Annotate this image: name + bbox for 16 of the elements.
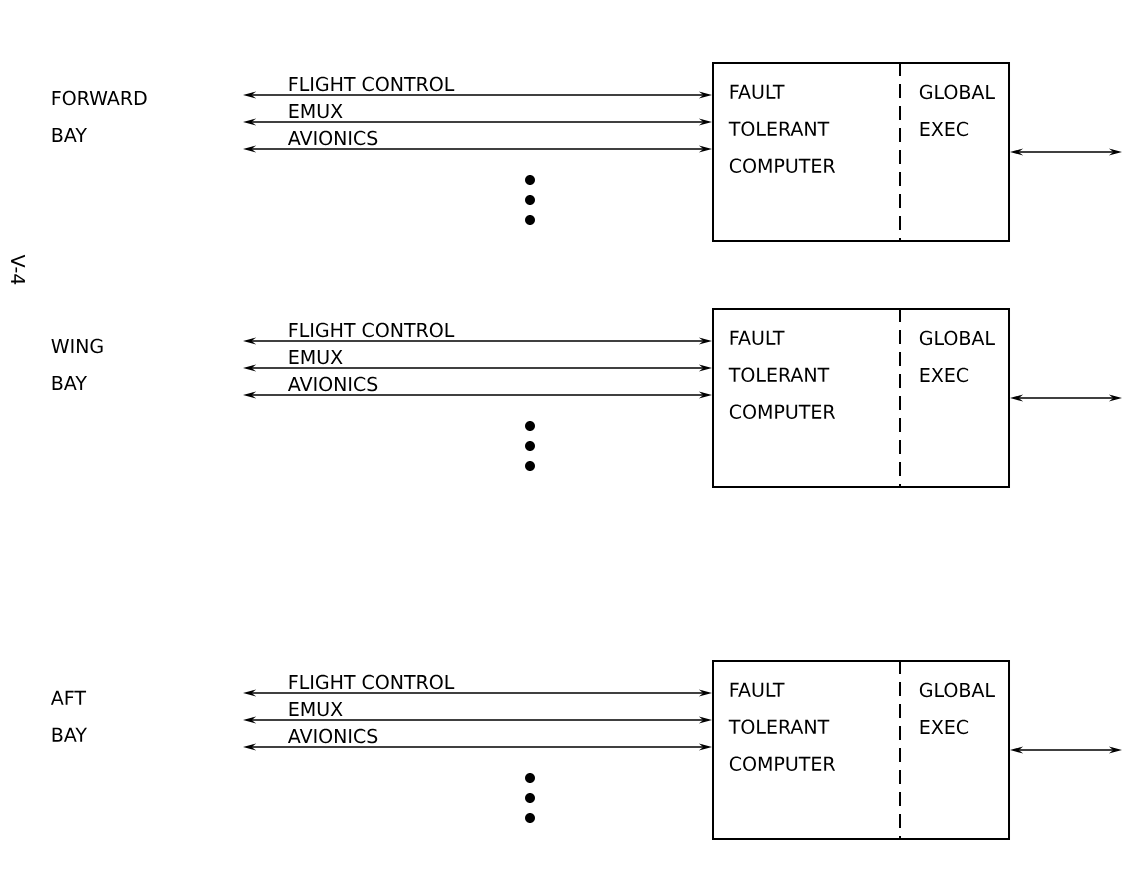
edge-label: AVIONICS [287, 130, 378, 146]
edge-label: FLIGHT CONTROL [289, 76, 455, 92]
edge-label: FLIGHT CONTROL [289, 322, 455, 338]
edge-label: EMUX [289, 104, 343, 119]
computer-box: FAULT TOLERANT COMPUTER GLOBAL EXEC [712, 61, 1010, 242]
edge-label: AVIONICS [287, 728, 378, 744]
computer-box: FAULT TOLERANT COMPUTER GLOBAL EXEC [712, 659, 1010, 840]
bay-label: FORWARD BAY [52, 90, 147, 142]
edge-label: FLIGHT CONTROL [289, 674, 455, 690]
page-number: V-4 [11, 254, 25, 285]
edge-label: EMUX [289, 350, 343, 365]
computer-box: FAULT TOLERANT COMPUTER GLOBAL EXEC [712, 307, 1010, 488]
bay-label: WING BAY [51, 338, 103, 390]
edge-label: AVIONICS [287, 376, 378, 392]
bay-label: AFT BAY [50, 690, 87, 742]
edge-label: EMUX [289, 702, 343, 717]
